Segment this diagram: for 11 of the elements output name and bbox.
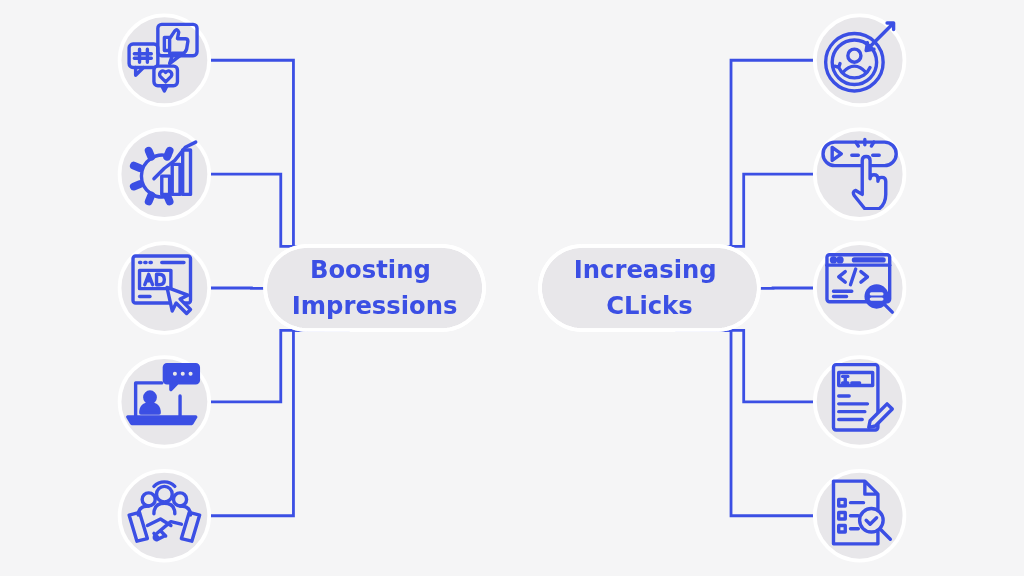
connector <box>759 286 815 290</box>
node-circle <box>812 13 907 107</box>
node-circle <box>117 127 212 221</box>
node-circle <box>117 469 212 563</box>
node-circle <box>117 241 212 335</box>
node-circle <box>812 469 907 563</box>
node-circle <box>812 241 907 335</box>
node-circle <box>117 355 212 449</box>
node-circle <box>117 13 212 107</box>
node-circle <box>812 127 907 221</box>
node-circle <box>812 355 907 449</box>
